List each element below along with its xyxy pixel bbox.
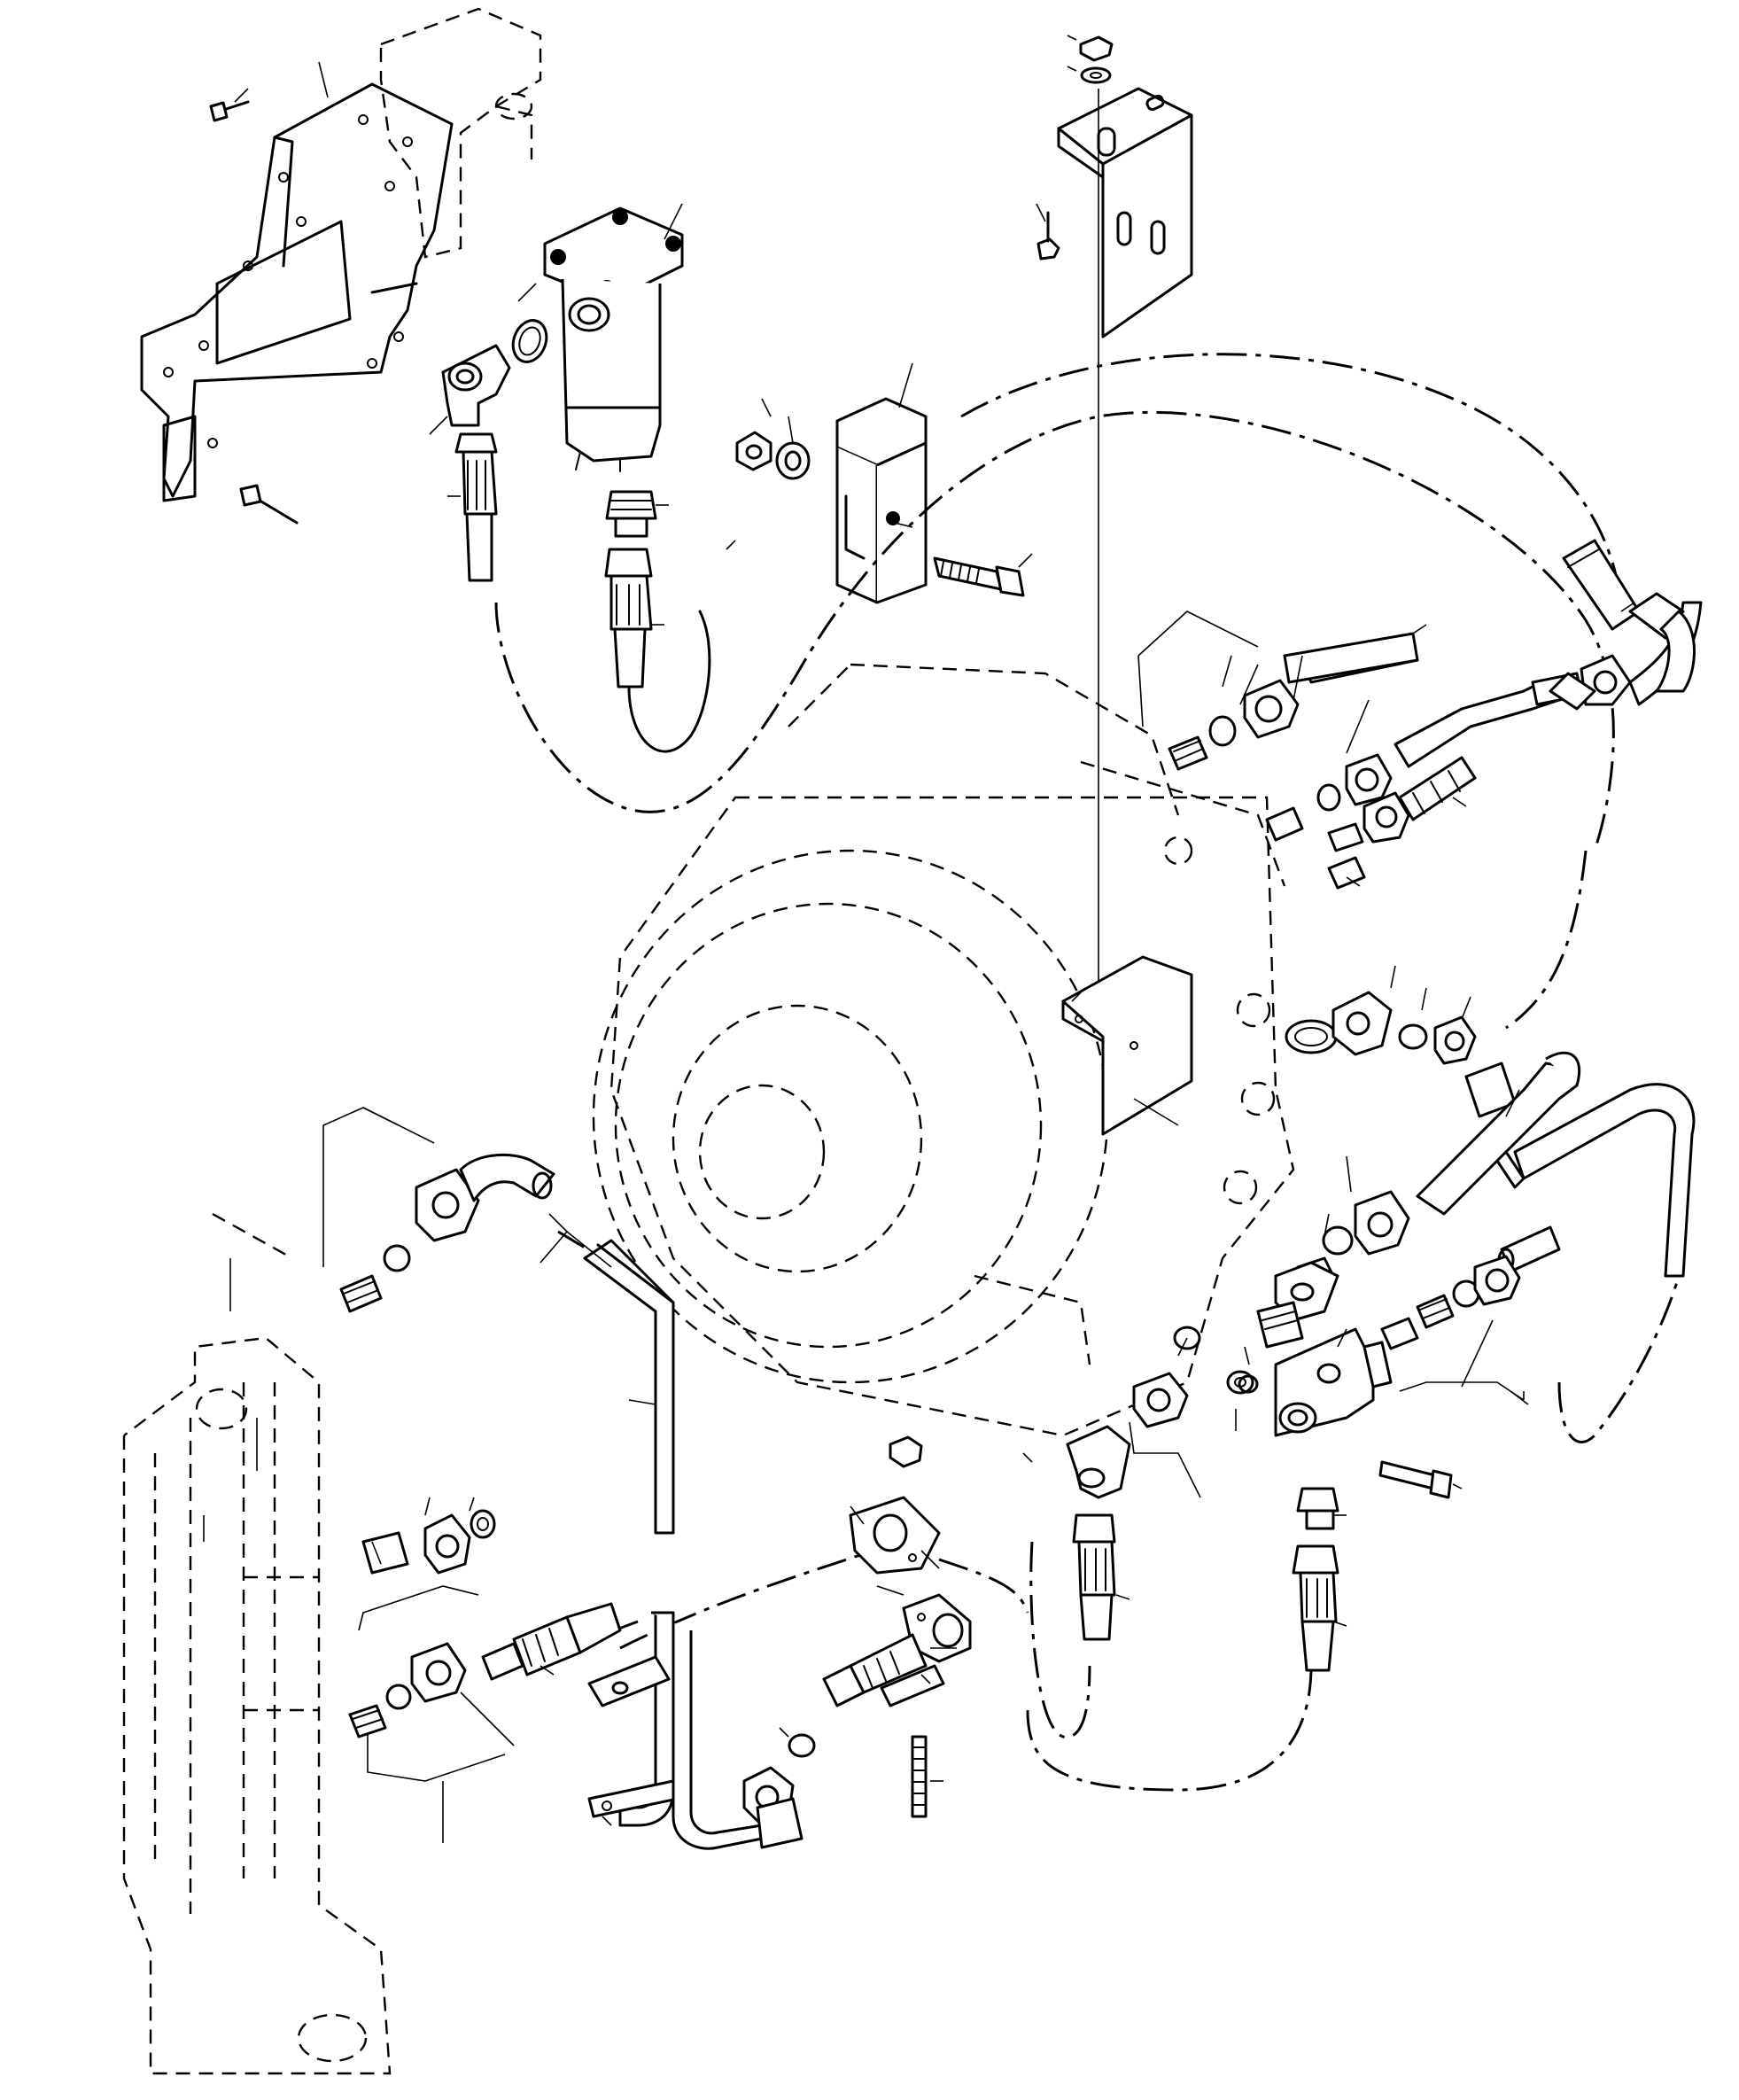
- callout-leaders: [203, 35, 1635, 1843]
- tube-cooler-vertical: [583, 1239, 675, 1535]
- elbow-lower-center: [1066, 1372, 1189, 1499]
- tee-block-lower: [1274, 1327, 1393, 1437]
- nut-clamp-lower: [889, 1435, 923, 1468]
- hose-route-right: [1505, 850, 1588, 1030]
- fitting-group-mid-right: [1265, 601, 1703, 842]
- o-ring-lower-center: [1238, 1374, 1259, 1394]
- hydraulic-filter: [543, 206, 684, 472]
- hose-route-filter-loop: [494, 410, 1615, 852]
- sleeve-center: [788, 1733, 816, 1758]
- hose-end-clamp-lower: [822, 1633, 928, 1707]
- bolt-clamp: [933, 556, 1025, 597]
- tube-lower-elbow: [651, 1611, 804, 1850]
- washer-top-right: [1080, 66, 1112, 84]
- hose-end-right: [604, 548, 653, 688]
- hose-route-bottom-loop: [1026, 1665, 1313, 1792]
- bolt-lower-right: [1378, 1460, 1453, 1499]
- fitting-group-right-short: [1327, 756, 1477, 852]
- hose-route-bottom: [1029, 1541, 1091, 1738]
- nut-clamp: [735, 431, 772, 471]
- washer-clamp: [775, 441, 811, 480]
- o-ring: [511, 319, 548, 363]
- oil-cooler-phantom: [122, 1212, 392, 2075]
- adapter-fitting: [605, 490, 657, 538]
- fitting-group-lower-center: [1256, 1190, 1410, 1349]
- filter-mounting-bracket: [140, 82, 454, 502]
- fitting-group-lower-right: [1380, 1255, 1521, 1350]
- bolt-top-left: [209, 100, 250, 122]
- clamp-block: [835, 397, 928, 604]
- hose-route-upper-arc: [960, 353, 1623, 621]
- stud-bolt: [911, 1735, 928, 1818]
- tube-cooler-lower: [587, 1611, 675, 1827]
- tube-mid-right: [1416, 1051, 1581, 1216]
- hose-route-lower-right: [1557, 1257, 1685, 1443]
- fitting-group-cooler-upper: [339, 1153, 555, 1313]
- fitting-group-cooler-lower: [348, 1642, 467, 1738]
- tube-upper-right-long: [1549, 539, 1696, 711]
- elbow-fitting: [441, 344, 511, 427]
- upper-right-bracket: [1057, 87, 1193, 338]
- hose-end-lower-right: [1292, 1544, 1339, 1672]
- nut-top-right: [1079, 35, 1114, 62]
- tube-upper-middle: [1283, 632, 1419, 684]
- fitting-group-right-lower: [1327, 856, 1366, 890]
- hose-route-clamp: [619, 1544, 1029, 1650]
- bolt-bottom-left: [239, 484, 299, 525]
- clamp-pipe-upper: [849, 1496, 941, 1575]
- tee-fitting-upper: [1285, 991, 1517, 1118]
- tube-center-short: [880, 1664, 945, 1707]
- hose-end-left: [454, 432, 498, 582]
- fitting-group-cooler-middle: [361, 1509, 496, 1575]
- tube-lower-right-u: [1495, 1083, 1696, 1278]
- adapter-lower-right: [1296, 1487, 1339, 1530]
- hose-filter-return: [627, 610, 711, 753]
- transmission-mount-bracket: [1061, 955, 1193, 1136]
- filter-head-phantom: [379, 7, 542, 259]
- hose-end-lower-center: [1072, 1513, 1116, 1641]
- bolt-upper-right-bracket: [1036, 211, 1060, 261]
- hose-end-cooler-lower: [481, 1602, 622, 1681]
